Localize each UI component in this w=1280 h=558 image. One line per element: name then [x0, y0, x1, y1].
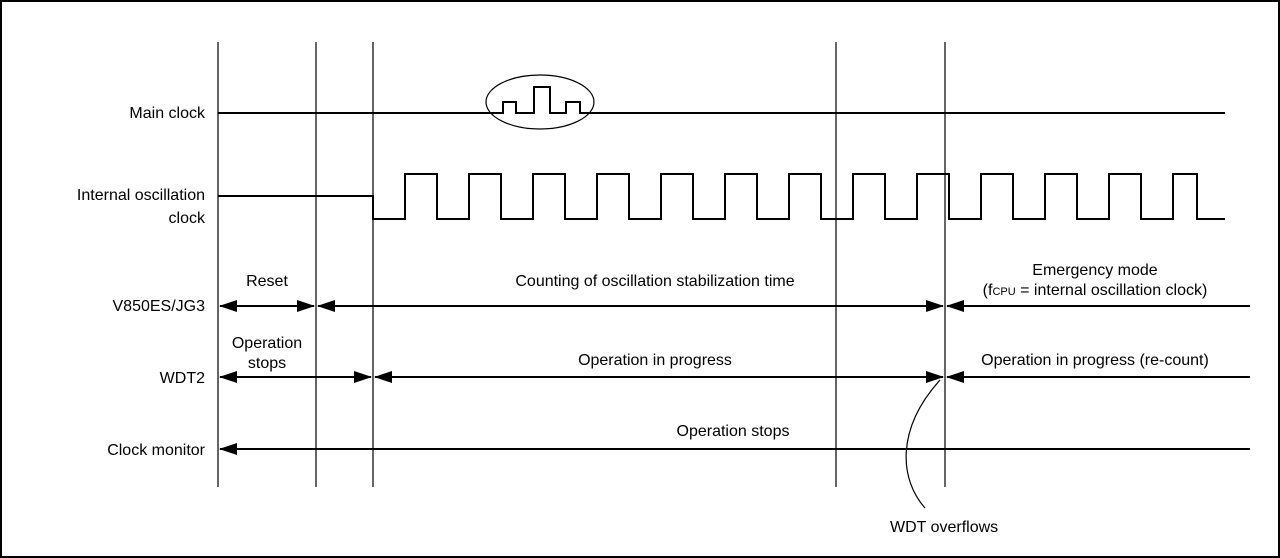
wdt2-recount-label: Operation in progress (re-count) — [981, 352, 1209, 369]
signal-label-main-clock: Main clock — [129, 105, 205, 122]
wdt2-operation-stops-line2: stops — [247, 355, 287, 372]
emergency-mode-line2: (fCPU = internal oscillation clock) — [945, 281, 1245, 302]
wdt2-operation-stops-label: Operation stops — [218, 334, 316, 374]
signal-label-clock-monitor: Clock monitor — [107, 442, 205, 459]
wdt-overflows-label: WDT overflows — [890, 519, 999, 536]
wdt-overflow-pointer — [905, 379, 941, 509]
wdt2-operation-in-progress-label: Operation in progress — [578, 352, 732, 369]
clock-monitor-operation-stops-label: Operation stops — [676, 423, 790, 440]
internal-oscillation-clock-waveform — [218, 173, 1225, 220]
main-clock-oscillation-circle — [485, 74, 595, 130]
timing-markers — [217, 42, 946, 487]
emergency-mode-label: Emergency mode (fCPU = internal oscillat… — [945, 261, 1245, 302]
signal-label-wdt2: WDT2 — [159, 370, 205, 387]
emergency-subscript: CPU — [992, 286, 1016, 298]
signal-label-v850: V850ES/JG3 — [112, 298, 206, 315]
emergency-suffix: = internal oscillation clock) — [1015, 282, 1208, 299]
main-clock-oscillation-pulses — [490, 86, 592, 114]
counting-label: Counting of oscillation stabilization ti… — [515, 273, 795, 290]
emergency-mode-line1: Emergency mode — [1032, 262, 1158, 279]
signal-label-internal-osc-2: clock — [168, 210, 205, 227]
signal-label-internal-osc-1: Internal oscillation — [76, 187, 205, 204]
wdt2-operation-stops-line1: Operation — [231, 335, 303, 352]
emergency-prefix: (f — [982, 282, 993, 299]
reset-label: Reset — [246, 273, 288, 290]
